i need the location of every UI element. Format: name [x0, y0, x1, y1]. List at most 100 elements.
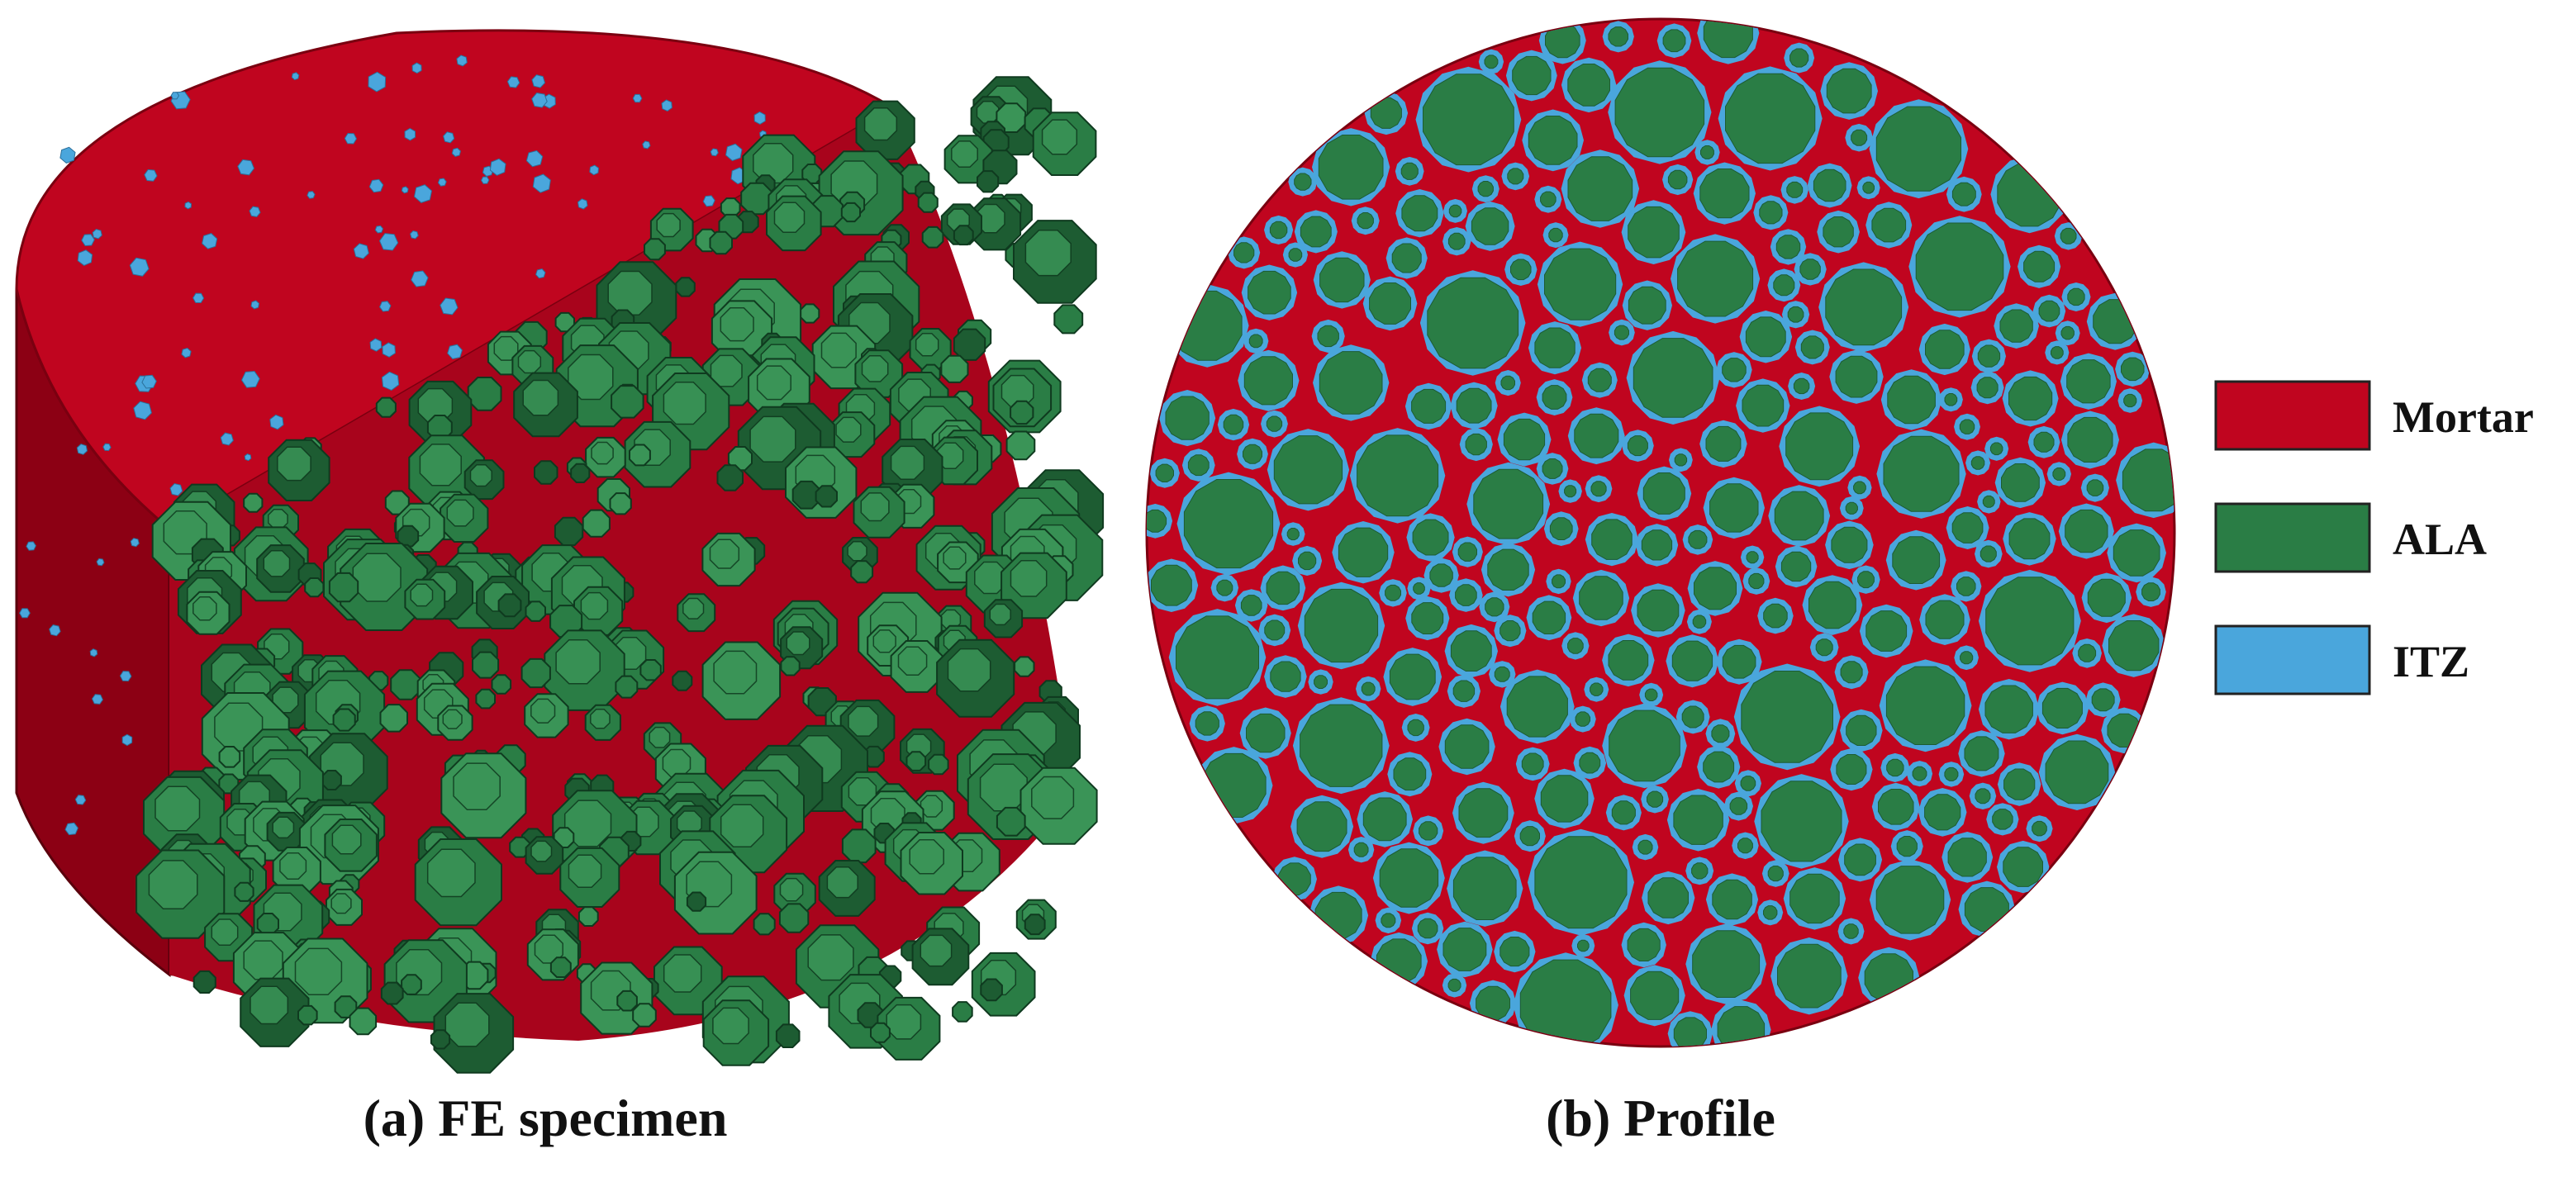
profile-particle — [1794, 330, 1830, 365]
aggregate-particle-highlight — [1024, 230, 1072, 277]
aggregate-core — [1608, 26, 1628, 47]
profile-particle — [1845, 123, 1873, 152]
aggregate-core — [2087, 578, 2126, 617]
aggregate-particle — [379, 704, 408, 733]
itz-speck — [121, 733, 133, 747]
profile-particle — [1238, 349, 1300, 411]
profile-particle — [1697, 745, 1741, 789]
aggregate-core — [1448, 204, 1462, 218]
profile-particle — [1718, 66, 1823, 171]
aggregate-core — [1845, 501, 1858, 515]
itz-speck — [374, 225, 384, 234]
profile-particle — [1437, 921, 1493, 978]
aggregate-particle — [520, 657, 551, 689]
profile-particle — [1779, 406, 1861, 487]
profile-particle — [1168, 609, 1267, 706]
aggregate-core — [1925, 330, 1965, 369]
profile-particle — [2107, 523, 2166, 583]
aggregate-core — [1579, 576, 1623, 620]
profile-particle — [1780, 176, 1808, 204]
aggregate-particle — [1024, 914, 1046, 936]
aggregate-core — [1270, 661, 1301, 692]
itz-speck — [401, 186, 409, 194]
profile-particle — [1569, 705, 1596, 733]
profile-particle — [1742, 567, 1770, 595]
aggregate-core — [1688, 529, 1708, 549]
itz-speck — [141, 374, 157, 389]
aggregate-core — [1381, 913, 1396, 928]
legend-label-mortar: Mortar — [2393, 392, 2534, 442]
aggregate-core — [1429, 563, 1453, 587]
aggregate-particle — [375, 396, 397, 418]
aggregate-particle — [870, 1022, 891, 1043]
profile-particle — [1869, 859, 1951, 941]
aggregate-particle-highlight — [848, 777, 877, 806]
aggregate-core — [1925, 600, 1965, 639]
aggregate-particle-highlight — [277, 446, 311, 482]
profile-particle — [1383, 648, 1442, 706]
profile-particle — [1609, 319, 1635, 346]
aggregate-core — [1183, 479, 1274, 569]
profile-particle — [1149, 458, 1180, 488]
aggregate-particle — [1010, 400, 1034, 425]
itz-speck — [96, 558, 105, 567]
itz-speck — [130, 538, 140, 548]
aggregate-particle-highlight — [272, 816, 295, 839]
profile-particle — [1471, 175, 1499, 203]
aggregate-particle — [840, 202, 861, 223]
profile-particle — [1147, 558, 1199, 612]
profile-particle — [1351, 206, 1380, 235]
aggregate-core — [1473, 468, 1544, 539]
aggregate-core — [1370, 97, 1402, 129]
aggregate-core — [1314, 675, 1328, 689]
profile-particle — [1536, 379, 1573, 415]
aggregate-core — [2003, 768, 2036, 800]
aggregate-core — [1457, 542, 1477, 562]
aggregate-core — [1362, 797, 1407, 842]
profile-particle — [1829, 349, 1884, 404]
profile-particle — [1978, 679, 2040, 740]
aggregate-core — [1694, 567, 1737, 610]
aggregate-core — [1369, 282, 1411, 325]
aggregate-particle — [332, 708, 356, 732]
aggregate-particle-highlight — [974, 561, 1007, 595]
aggregate-core — [1545, 22, 1580, 59]
aggregate-core — [1992, 809, 2013, 830]
profile-particle — [1602, 21, 1634, 53]
aggregate-particle-highlight — [419, 444, 462, 486]
aggregate-core — [1709, 483, 1759, 533]
legend-swatch-ala — [2214, 502, 2371, 573]
profile-particle — [1210, 573, 1239, 602]
aggregate-core — [1793, 377, 1810, 395]
profile-particle — [1239, 707, 1291, 759]
aggregate-core — [1456, 387, 1492, 424]
aggregate-core — [1591, 519, 1633, 560]
aggregate-core — [1549, 517, 1573, 540]
profile-particle — [1561, 57, 1617, 113]
profile-particle — [1501, 162, 1530, 191]
itz-speck — [92, 228, 102, 240]
itz-speck — [344, 132, 358, 145]
aggregate-core — [1989, 442, 2003, 456]
itz-speck — [74, 795, 87, 805]
aggregate-core — [2141, 582, 2160, 601]
aggregate-core — [1737, 838, 1753, 854]
aggregate-core — [1540, 191, 1557, 207]
profile-particle — [1357, 791, 1413, 847]
profile-particle — [1971, 339, 2006, 373]
aggregate-core — [1864, 953, 1913, 1003]
aggregate-core — [1477, 181, 1494, 197]
aggregate-core — [1947, 838, 1987, 877]
aggregate-core — [1637, 589, 1680, 632]
aggregate-core — [1552, 574, 1566, 589]
itz-speck — [411, 270, 429, 287]
profile-particle — [1807, 163, 1852, 208]
aggregate-core — [1500, 375, 1515, 391]
profile-particle — [2058, 503, 2114, 559]
profile-particle — [1997, 762, 2041, 806]
aggregate-core — [1304, 588, 1379, 663]
profile-particle — [1407, 577, 1431, 600]
aggregate-core — [1412, 519, 1449, 556]
aggregate-core — [1667, 169, 1688, 190]
profile-particle — [1585, 513, 1639, 567]
